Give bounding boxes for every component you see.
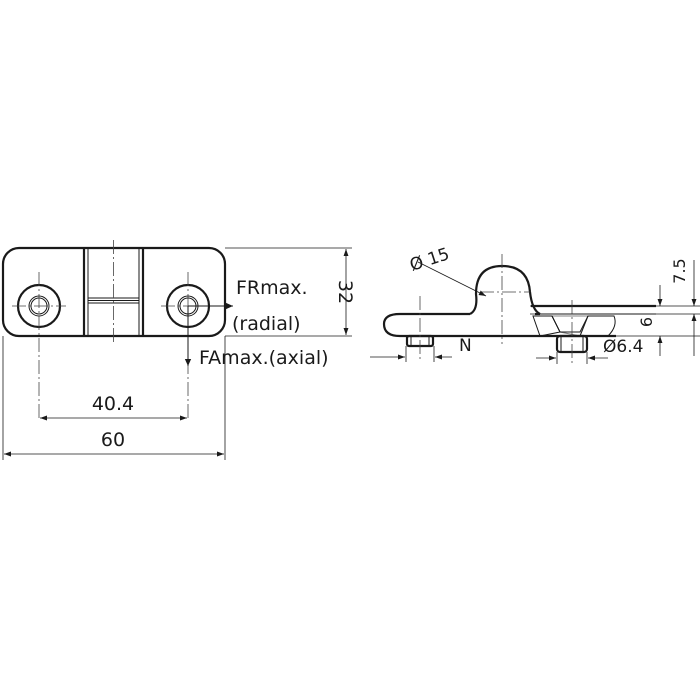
- dim-top-label: 7.5: [670, 258, 689, 283]
- dim-thick-label: 6: [637, 317, 656, 327]
- fr-label-line1: FRmax.: [236, 277, 308, 299]
- dia-tube-label: Ø 15: [407, 244, 452, 276]
- fr-label-line2: (radial): [232, 313, 301, 335]
- knuckle-tube: [469, 264, 541, 315]
- dim-height-label: 32: [334, 280, 356, 304]
- plate-outline: [1, 246, 227, 338]
- side-view: [370, 254, 700, 364]
- left-leaf: [382, 312, 470, 338]
- dim-holes-label: 40.4: [92, 393, 134, 415]
- dim-n-label: N: [459, 336, 472, 356]
- fa-label: FAmax.(axial): [199, 347, 329, 369]
- dia-tube-leader: [417, 261, 487, 297]
- dia-pin-label: Ø6.4: [603, 337, 643, 357]
- section-hatch-right: [579, 315, 616, 337]
- dim-width-label: 60: [101, 429, 125, 451]
- front-view: [1, 240, 352, 460]
- section-hatch-left: [532, 315, 561, 337]
